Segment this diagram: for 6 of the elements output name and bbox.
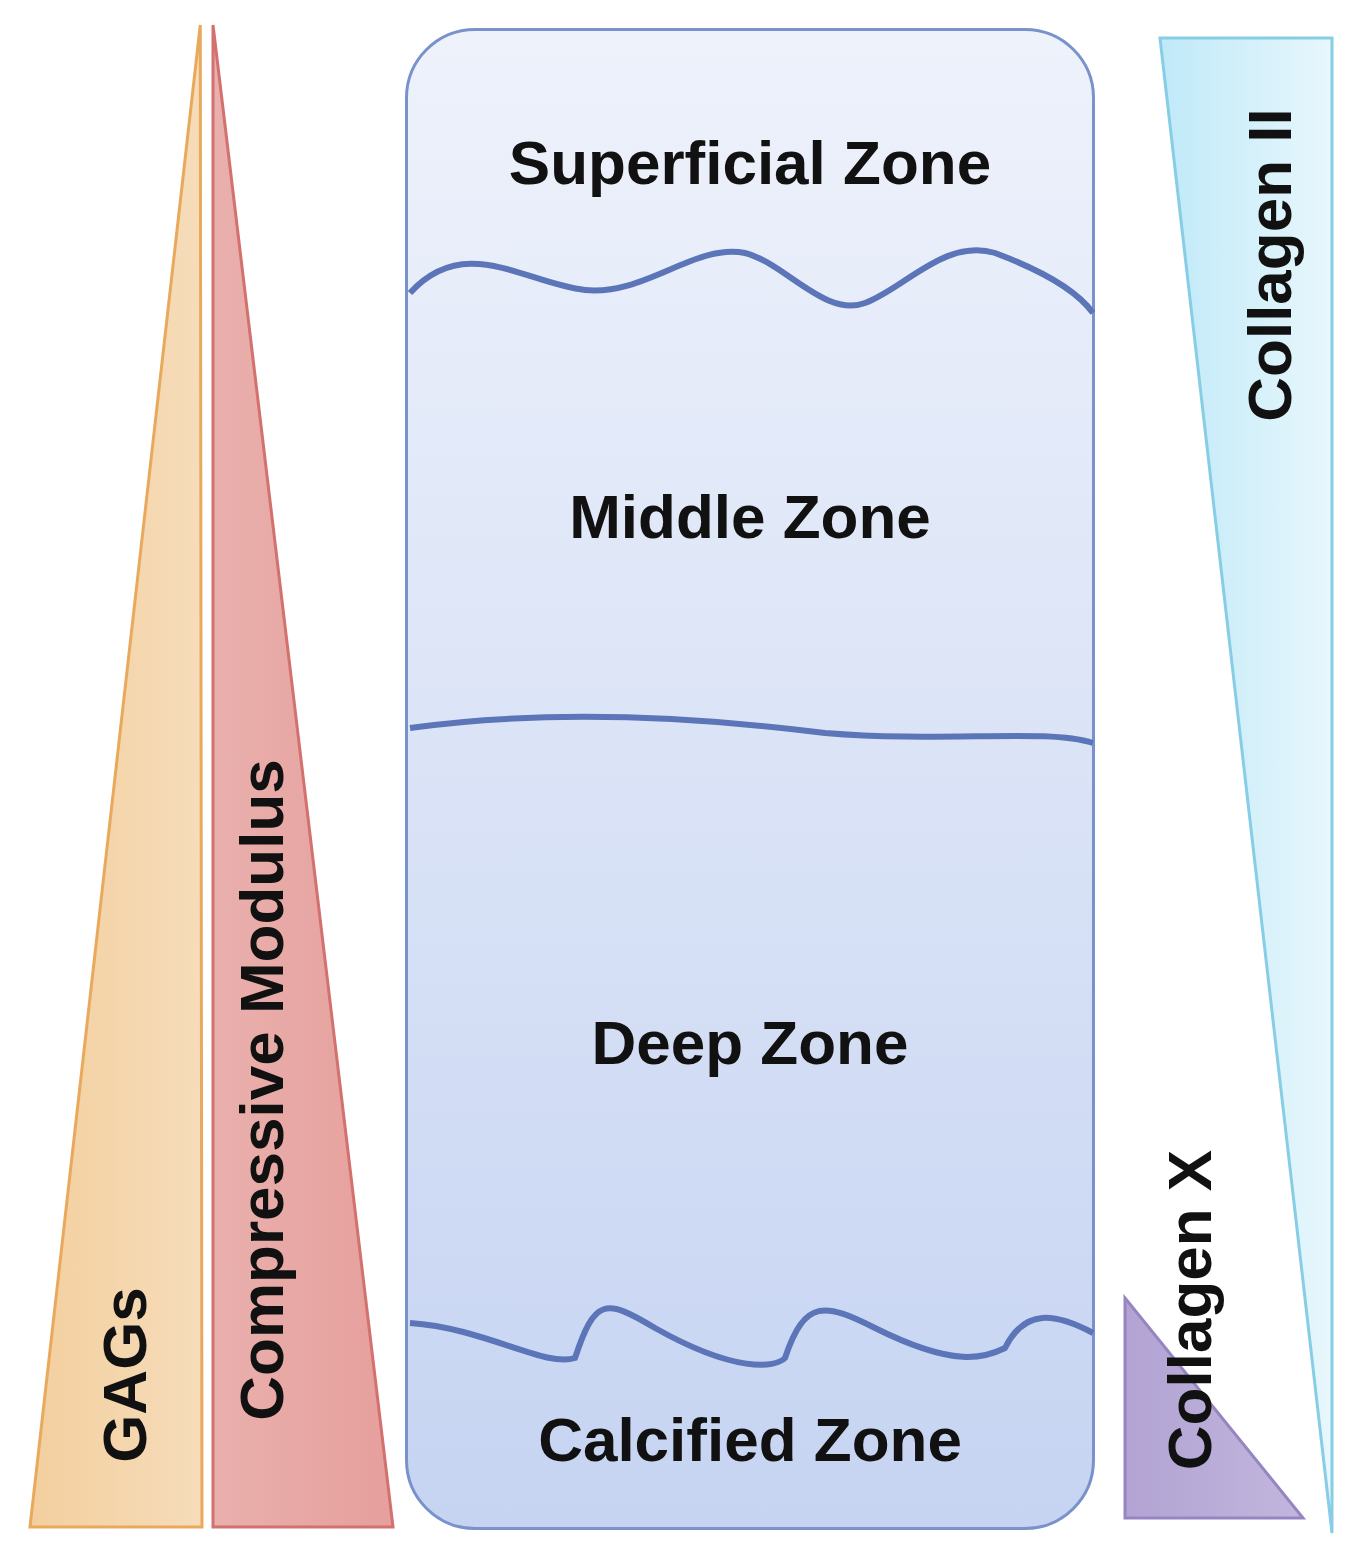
zone-label: Middle Zone — [569, 480, 931, 552]
triangle-label: GAGs — [94, 1287, 156, 1463]
zone-label: Calcified Zone — [538, 1403, 962, 1475]
zone-label: Deep Zone — [591, 1006, 909, 1078]
zone-label: Superficial Zone — [508, 126, 992, 198]
cartilage-panel — [405, 28, 1095, 1530]
